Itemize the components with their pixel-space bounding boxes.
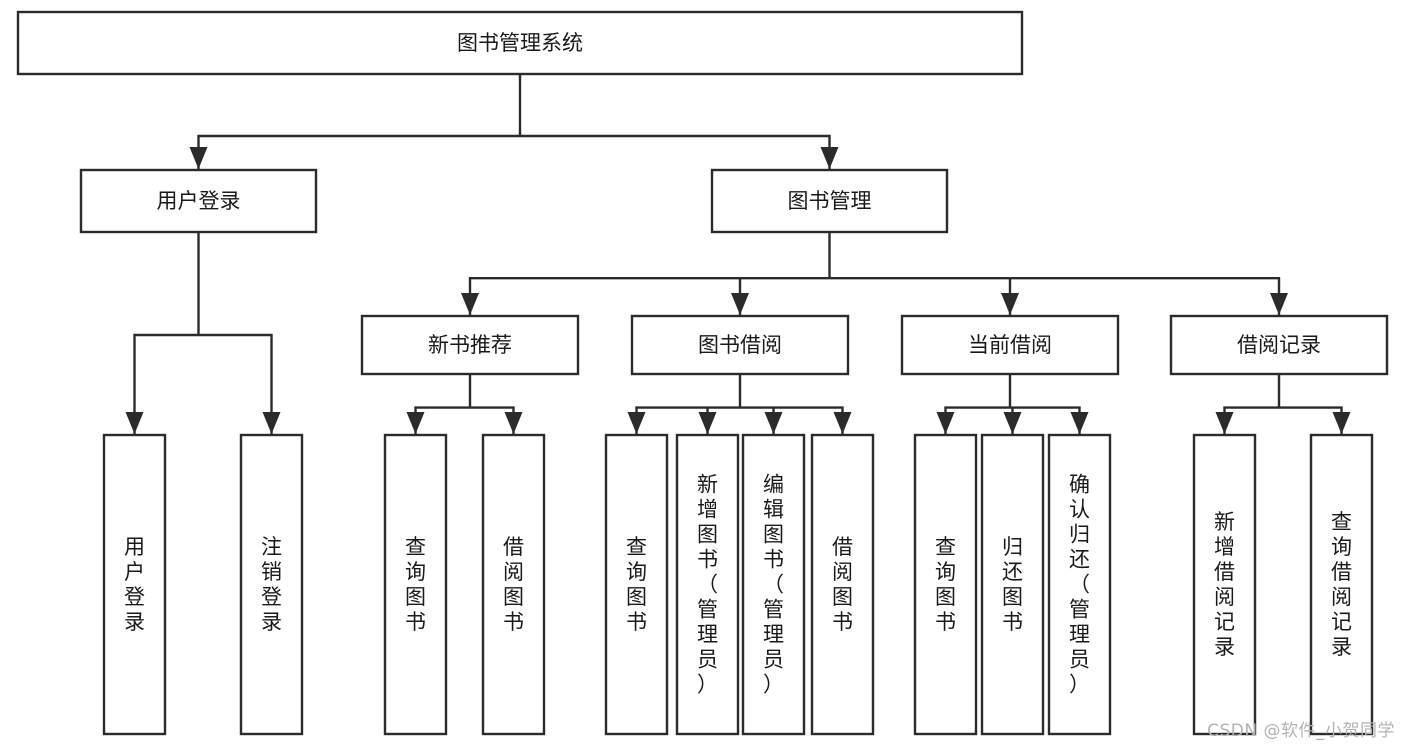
node-label: 图书借阅 (698, 333, 782, 357)
node-new-book-recommend[interactable]: 新书推荐 (360, 314, 580, 376)
node-label: 编辑图书（管理员） (763, 473, 784, 697)
arrow-head-icon (461, 293, 479, 315)
node-label: 借阅记录 (1237, 333, 1321, 357)
node-label: 借阅图书 (503, 535, 524, 634)
node-box (810, 433, 875, 736)
connectors-layer (125, 72, 1351, 436)
node-label: 新书推荐 (428, 333, 512, 357)
node-book-manage[interactable]: 图书管理 (710, 168, 949, 234)
node-label: 注销登录 (261, 535, 282, 634)
node-leaf-record-add[interactable]: 新增借阅记录 (1192, 433, 1257, 736)
arrow-head-icon (764, 412, 783, 434)
node-label: 确认归还（管理员） (1069, 473, 1090, 697)
node-leaf-rec-query-book[interactable]: 查询图书 (383, 433, 448, 736)
arrow-head-icon (627, 412, 646, 434)
watermark-label: CSDN @软件_小贺同学 (1207, 721, 1395, 741)
node-box (102, 433, 167, 736)
node-box (1047, 433, 1112, 736)
node-label: 归还图书 (1002, 535, 1023, 634)
arrow-head-icon (833, 412, 852, 434)
arrow-head-icon (189, 147, 208, 169)
node-label: 查询图书 (405, 535, 426, 634)
node-label: 图书管理 (788, 189, 872, 213)
connector-bookmanage-to-level3 (461, 230, 1288, 317)
node-box (16, 10, 1024, 76)
arrow-head-icon (731, 293, 749, 315)
arrow-head-icon (1003, 412, 1022, 434)
node-label: 查询借阅记录 (1331, 510, 1352, 659)
arrow-head-icon (1332, 412, 1351, 434)
connector-recommend-to-leaves (406, 372, 523, 436)
node-label: 用户登录 (124, 535, 145, 634)
node-box (741, 433, 806, 736)
node-label: 用户登录 (157, 189, 241, 213)
node-leaf-borrow-add-book[interactable]: 新增图书（管理员） (675, 433, 740, 736)
connector-line (133, 230, 273, 436)
connector-line (468, 230, 1281, 317)
connector-line (197, 72, 831, 171)
arrow-head-icon (406, 412, 425, 434)
node-label: 查询图书 (935, 535, 956, 634)
node-leaf-borrow-borrow-book[interactable]: 借阅图书 (810, 433, 875, 736)
node-box (1169, 314, 1389, 376)
node-label: 当前借阅 (968, 333, 1052, 357)
arrow-head-icon (1070, 412, 1089, 434)
node-label: 新增图书（管理员） (697, 473, 718, 697)
node-leaf-record-query[interactable]: 查询借阅记录 (1309, 433, 1374, 736)
node-label: 新增借阅记录 (1214, 510, 1235, 659)
node-leaf-current-return-book[interactable]: 归还图书 (980, 433, 1045, 736)
connector-line (635, 372, 844, 436)
node-label: 查询图书 (626, 535, 647, 634)
node-book-borrow[interactable]: 图书借阅 (630, 314, 850, 376)
connector-line (1223, 372, 1343, 436)
node-box (630, 314, 850, 376)
arrow-head-icon (820, 147, 839, 169)
node-leaf-user-login[interactable]: 用户登录 (102, 433, 167, 736)
node-current-borrow[interactable]: 当前借阅 (900, 314, 1120, 376)
node-leaf-borrow-query-book[interactable]: 查询图书 (604, 433, 669, 736)
node-leaf-rec-borrow-book[interactable]: 借阅图书 (481, 433, 546, 736)
connector-userlogin-to-leaves (125, 230, 281, 436)
connector-current-to-leaves (936, 372, 1089, 436)
node-user-login[interactable]: 用户登录 (79, 168, 318, 234)
node-leaf-user-logout[interactable]: 注销登录 (239, 433, 304, 736)
arrow-head-icon (125, 412, 144, 434)
node-box (1309, 433, 1374, 736)
connector-borrow-to-leaves (627, 372, 852, 436)
connector-line (414, 372, 515, 436)
connector-root-to-level2 (189, 72, 839, 171)
node-label: 图书管理系统 (457, 31, 583, 55)
node-box (239, 433, 304, 736)
node-box (360, 314, 580, 376)
node-box (913, 433, 978, 736)
arrow-head-icon (698, 412, 717, 434)
connector-record-to-leaves (1215, 372, 1351, 436)
node-box (1192, 433, 1257, 736)
node-root[interactable]: 图书管理系统 (16, 10, 1024, 76)
node-box (675, 433, 740, 736)
arrow-head-icon (262, 412, 281, 434)
arrow-head-icon (1001, 293, 1019, 315)
node-box (481, 433, 546, 736)
node-box (980, 433, 1045, 736)
node-box (900, 314, 1120, 376)
node-borrow-record[interactable]: 借阅记录 (1169, 314, 1389, 376)
node-leaf-borrow-edit-book[interactable]: 编辑图书（管理员） (741, 433, 806, 736)
node-box (79, 168, 318, 234)
node-leaf-current-query-book[interactable]: 查询图书 (913, 433, 978, 736)
nodes-layer: 图书管理系统用户登录图书管理新书推荐图书借阅当前借阅借阅记录用户登录注销登录查询… (16, 10, 1389, 736)
node-box (710, 168, 949, 234)
arrow-head-icon (1215, 412, 1234, 434)
node-box (383, 433, 448, 736)
arrow-head-icon (1270, 293, 1288, 315)
node-label: 借阅图书 (832, 535, 853, 634)
node-box (604, 433, 669, 736)
arrow-head-icon (936, 412, 955, 434)
arrow-head-icon (504, 412, 523, 434)
node-leaf-current-confirm-return[interactable]: 确认归还（管理员） (1047, 433, 1112, 736)
